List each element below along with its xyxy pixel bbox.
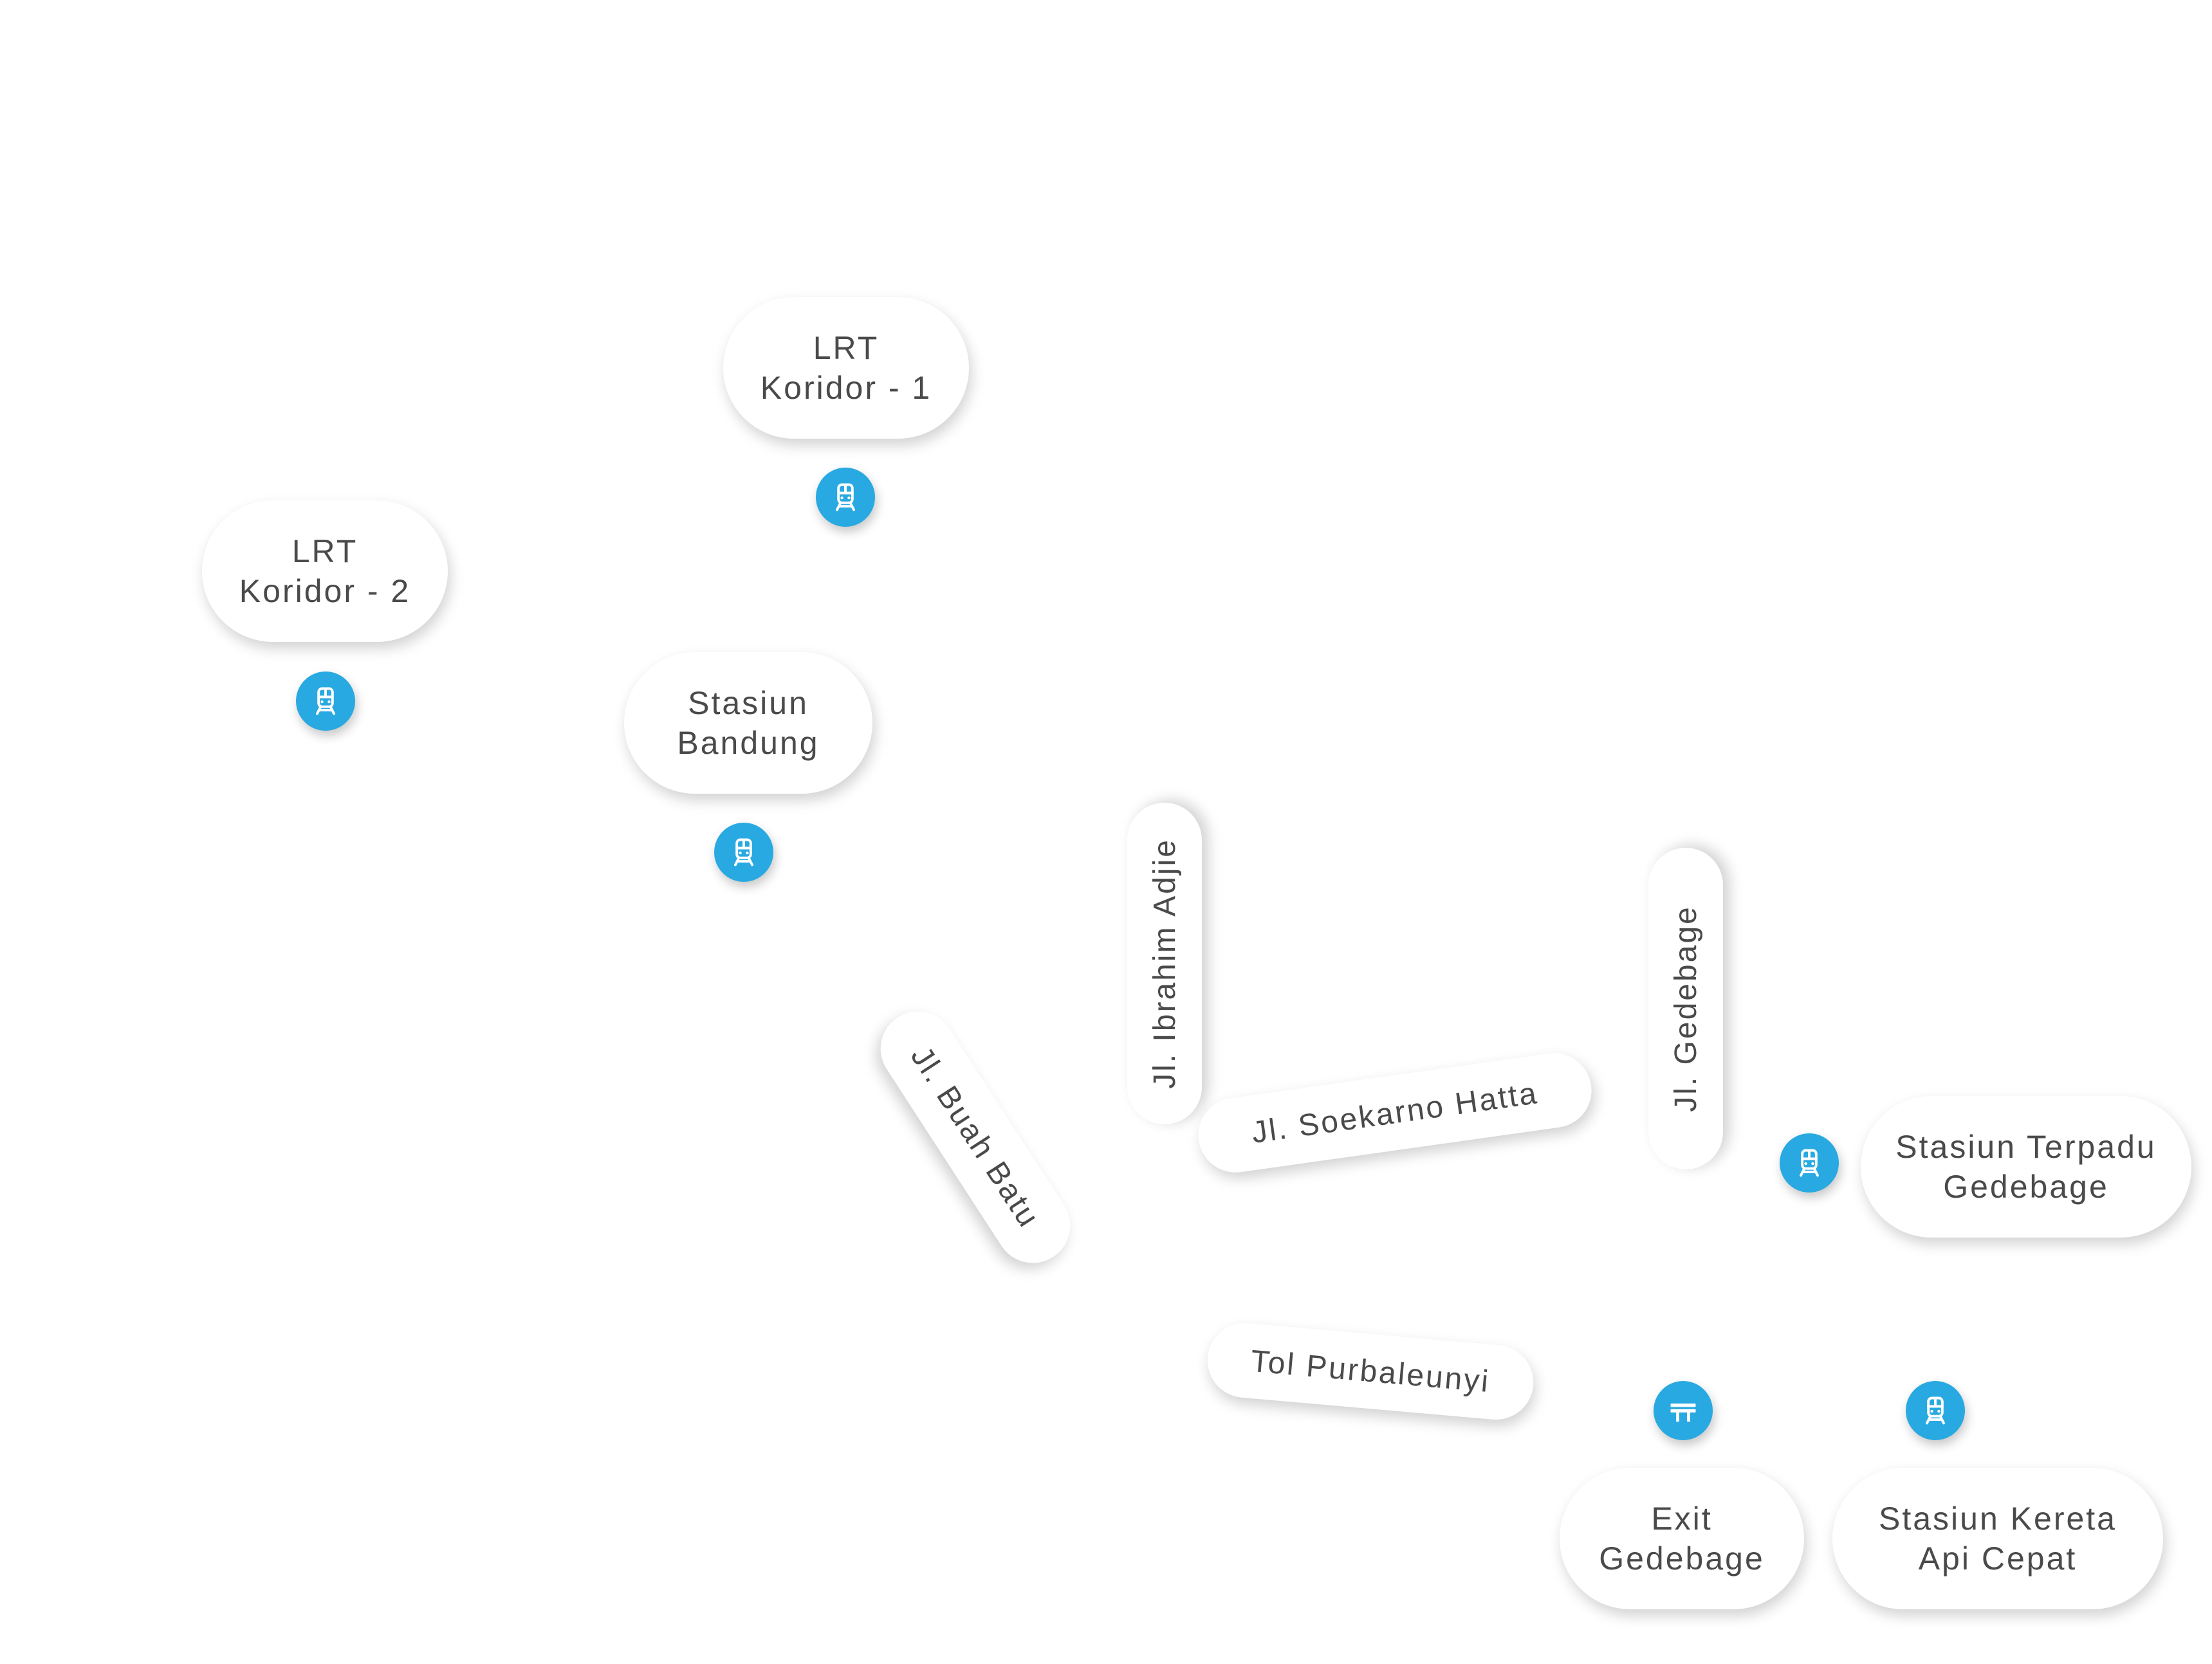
road-label-text: Jl. Ibrahim Adjie (1147, 838, 1182, 1089)
place-label-lrt-koridor-1[interactable]: LRT Koridor - 1 (723, 297, 969, 439)
train-icon[interactable] (1906, 1381, 1965, 1440)
road-label-jl-buah-batu[interactable]: Jl. Buah Batu (866, 997, 1085, 1277)
place-label-exit-gedebage[interactable]: Exit Gedebage (1560, 1468, 1804, 1609)
place-label-line1: Exit (1651, 1501, 1713, 1537)
train-icon[interactable] (714, 823, 773, 882)
road-label-text: Jl. Buah Batu (904, 1040, 1047, 1234)
train-icon[interactable] (296, 672, 355, 731)
place-label-line1: Stasiun Kereta (1879, 1501, 2117, 1537)
road-label-jl-gedebage[interactable]: Jl. Gedebage (1648, 848, 1723, 1169)
place-label-stasiun-terpadu-gedebage[interactable]: Stasiun Terpadu Gedebage (1861, 1096, 2191, 1238)
place-label-stasiun-kereta-api-cepat[interactable]: Stasiun Kereta Api Cepat (1832, 1468, 2163, 1609)
road-label-jl-ibrahim-adjie[interactable]: Jl. Ibrahim Adjie (1127, 803, 1202, 1124)
place-label-line2: Koridor - 2 (239, 573, 411, 609)
place-label-lrt-koridor-2[interactable]: LRT Koridor - 2 (202, 500, 448, 642)
place-label-line2: Gedebage (1943, 1169, 2109, 1205)
road-label-text: Jl. Gedebage (1668, 905, 1703, 1112)
highway-icon[interactable] (1654, 1381, 1713, 1440)
place-label-line1: LRT (813, 330, 880, 366)
road-label-jl-soekarno-hatta[interactable]: Jl. Soekarno Hatta (1193, 1048, 1597, 1178)
train-icon[interactable] (1780, 1133, 1839, 1193)
road-label-text: Tol Purbaleunyi (1249, 1344, 1492, 1399)
place-label-line1: Stasiun (688, 685, 809, 721)
place-label-stasiun-bandung[interactable]: Stasiun Bandung (624, 652, 872, 794)
road-label-tol-purbaleunyi[interactable]: Tol Purbaleunyi (1204, 1320, 1537, 1423)
place-label-line2: Gedebage (1599, 1541, 1765, 1577)
train-icon[interactable] (816, 468, 875, 527)
place-label-line2: Api Cepat (1918, 1541, 2078, 1577)
place-label-line2: Koridor - 1 (760, 370, 932, 406)
place-label-line1: Stasiun Terpadu (1895, 1129, 2157, 1165)
road-label-text: Jl. Soekarno Hatta (1249, 1075, 1540, 1150)
place-label-line2: Bandung (677, 725, 820, 761)
place-label-line1: LRT (291, 533, 358, 569)
